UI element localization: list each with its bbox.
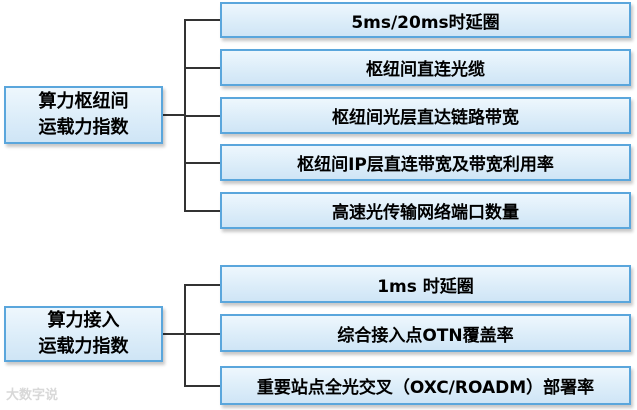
connector-g1-i4: [184, 162, 220, 164]
item-label: 枢纽间光层直达链路带宽: [332, 108, 519, 128]
item-ip-direct-bandwidth: 枢纽间IP层直连带宽及带宽利用率: [220, 144, 631, 181]
connector-g1-i5: [184, 210, 220, 212]
connector-g2-i2: [184, 333, 220, 335]
item-label: 1ms 时延圈: [377, 276, 474, 297]
item-otn-coverage: 综合接入点OTN覆盖率: [220, 314, 631, 352]
connector-root1: [163, 114, 185, 116]
connector-g2-i3: [184, 385, 220, 387]
item-latency-circle-5-20ms: 5ms/20ms时延圈: [220, 2, 631, 38]
item-oxc-roadm-deployment: 重要站点全光交叉（OXC/ROADM）部署率: [220, 366, 631, 405]
root-node-line2: 运载力指数: [38, 117, 129, 138]
root-node-access-capacity-index: 算力接入 运载力指数: [4, 306, 163, 362]
connector-spine2: [184, 284, 186, 386]
item-label: 综合接入点OTN覆盖率: [337, 325, 514, 346]
root-node-line1: 算力接入: [47, 310, 120, 331]
connector-g1-i1: [184, 19, 220, 21]
item-optical-port-count: 高速光传输网络端口数量: [220, 192, 631, 229]
item-label: 枢纽间IP层直连带宽及带宽利用率: [297, 155, 554, 175]
connector-g2-i1: [184, 284, 220, 286]
connector-root2: [163, 333, 185, 335]
root-node-line1: 算力枢纽间: [38, 91, 129, 112]
item-label: 重要站点全光交叉（OXC/ROADM）部署率: [256, 378, 595, 398]
item-optical-direct-bandwidth: 枢纽间光层直达链路带宽: [220, 97, 631, 134]
item-hub-direct-fiber: 枢纽间直连光缆: [220, 49, 631, 86]
item-latency-circle-1ms: 1ms 时延圈: [220, 265, 631, 303]
item-label: 5ms/20ms时延圈: [351, 12, 500, 33]
connector-g1-i2: [184, 67, 220, 69]
connector-g1-i3: [184, 115, 220, 117]
watermark: 大数字说: [6, 388, 59, 403]
item-label: 高速光传输网络端口数量: [332, 203, 519, 223]
item-label: 枢纽间直连光缆: [366, 60, 485, 80]
root-node-hub-capacity-index: 算力枢纽间 运载力指数: [4, 86, 163, 144]
root-node-line2: 运载力指数: [38, 336, 129, 357]
